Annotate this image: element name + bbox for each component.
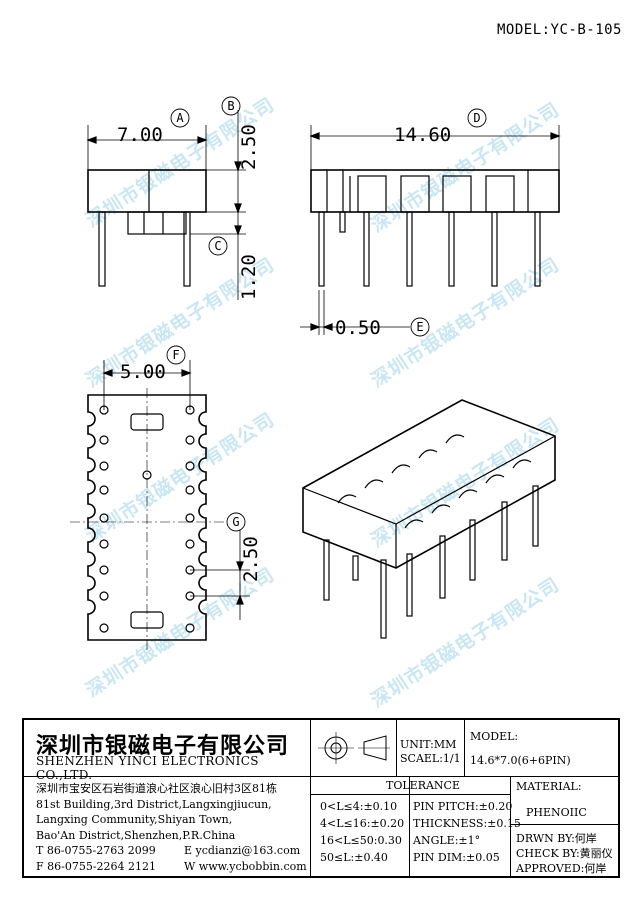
- company-name-en: SHENZHEN YINCI ELECTRONICS CO.,LTD.: [36, 754, 259, 782]
- tolerance-right-3: ANGLE:±1°: [413, 834, 481, 847]
- tolerance-left-1: 0<L≤4:±0.10: [320, 800, 398, 813]
- bottom-view: [70, 360, 250, 650]
- projection-symbol: [318, 732, 390, 764]
- dim-b-letter: B: [227, 99, 234, 113]
- technical-drawing: 7.00 14.60 0.50 5.00 2.50 1.20 2.50 A B …: [70, 96, 561, 650]
- dim-e-value: 0.50: [335, 317, 381, 339]
- contact-row-2: F 86-0755-2264 2121 W www.ycbobbin.com: [36, 859, 310, 875]
- company-address: 深圳市宝安区石岩街道浪心社区浪心旧村3区81栋 81st Building,3r…: [24, 776, 310, 880]
- model-label: MODEL:YC-B-105: [496, 22, 622, 38]
- dim-g-letter: G: [232, 515, 239, 529]
- contact-row-1: T 86-0755-2763 2099 E ycdianzi@163.com: [36, 843, 310, 859]
- tolerance-header: TOLERANCE: [386, 779, 460, 792]
- title-block: 深圳市银磁电子有限公司 SHENZHEN YINCI ELECTRONICS C…: [22, 718, 620, 878]
- dim-e-letter: E: [416, 320, 423, 334]
- tolerance-right-4: PIN DIM:±0.05: [413, 851, 500, 864]
- tolerance-left-4: 50≤L:±0.40: [320, 851, 388, 864]
- dim-d-value: 14.60: [394, 124, 451, 146]
- website: W www.ycbobbin.com: [184, 859, 307, 873]
- tolerance-right-2: THICKNESS:±0.15: [413, 817, 521, 830]
- tolerance-left-3: 16<L≤50:0.30: [320, 834, 402, 847]
- address-cn: 深圳市宝安区石岩街道浪心社区浪心旧村3区81栋: [36, 782, 277, 795]
- dim-letters: A B C D E F G: [166, 96, 487, 532]
- check-by: CHECK BY:黄丽仪: [516, 847, 613, 860]
- unit-label: UNIT:MM: [400, 738, 457, 751]
- tel: T 86-0755-2763 2099: [36, 844, 156, 858]
- dim-c-value: 1.20: [238, 254, 260, 300]
- tolerance-right-1: PIN PITCH:±0.20: [413, 800, 513, 813]
- dim-a-letter: A: [176, 111, 184, 125]
- dim-b-value: 2.50: [238, 124, 260, 170]
- tolerance-left-2: 4<L≤16:±0.20: [320, 817, 405, 830]
- address-en-line-2: Langxing Community,Shiyan Town,: [36, 813, 233, 827]
- fax: F 86-0755-2264 2121: [36, 859, 157, 873]
- dim-f-letter: F: [172, 348, 179, 362]
- side-view: [86, 110, 246, 300]
- model-value: 14.6*7.0(6+6PIN): [470, 754, 571, 767]
- dim-c-letter: C: [214, 239, 221, 253]
- address-en-line-3: Bao'An District,Shenzhen,P.R.China: [36, 828, 236, 842]
- address-en-line-1: 81st Building,3rd District,Langxingjiucu…: [36, 797, 272, 811]
- drawn-by: DRWN BY:何岸: [516, 832, 597, 845]
- dim-d-letter: D: [473, 111, 480, 125]
- dim-a-value: 7.00: [117, 124, 163, 146]
- dim-g-value: 2.50: [240, 536, 262, 582]
- isometric-view: [302, 399, 556, 639]
- front-view: [300, 125, 561, 335]
- approved-by: APPROVED:何岸: [516, 862, 607, 875]
- scale-label: SCAEL:1/1: [400, 752, 461, 765]
- email: E ycdianzi@163.com: [184, 844, 301, 858]
- dim-f-value: 5.00: [120, 361, 166, 383]
- material-header: MATERIAL:: [516, 780, 582, 793]
- company-name-cn: 深圳市银磁电子有限公司: [36, 734, 290, 759]
- material-value: PHENOIIC: [526, 806, 587, 819]
- model-header: MODEL:: [470, 730, 519, 743]
